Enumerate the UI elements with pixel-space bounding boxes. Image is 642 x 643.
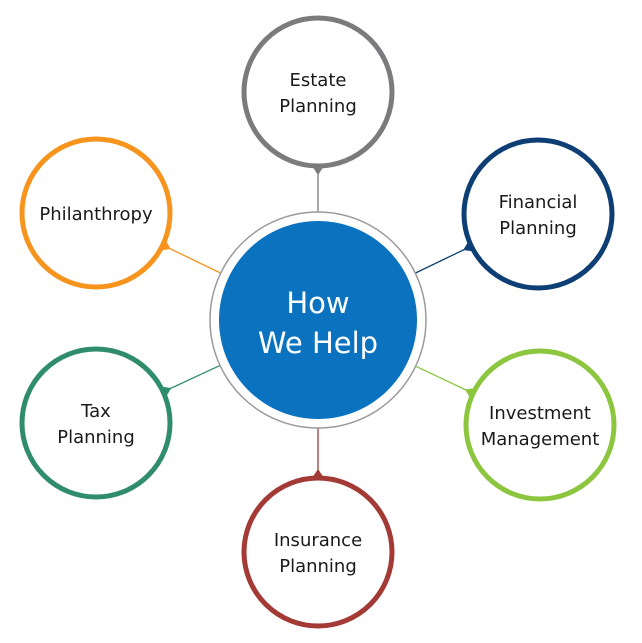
center-title: How — [286, 286, 349, 320]
center-circle — [219, 221, 417, 419]
philanthropy-connector — [162, 244, 221, 274]
insurance-planning-label: Planning — [279, 556, 357, 577]
center-title: We Help — [258, 326, 378, 360]
tax-planning-label: Planning — [57, 427, 135, 448]
insurance-planning-label: Insurance — [274, 530, 362, 551]
investment-management-circle — [463, 348, 617, 502]
estate-planning-circle — [241, 15, 395, 169]
investment-management-label: Investment — [489, 403, 591, 424]
investment-management-label: Management — [481, 429, 600, 450]
tax-planning-circle — [19, 346, 173, 500]
financial-planning-circle — [461, 137, 615, 291]
financial-planning-label: Financial — [499, 192, 578, 213]
tax-planning-label: Tax — [80, 401, 111, 422]
financial-planning-connector — [415, 245, 472, 274]
investment-management-connector — [415, 365, 474, 394]
tax-planning-connector — [162, 364, 221, 393]
philanthropy-label: Philanthropy — [39, 204, 153, 225]
estate-planning-label: Planning — [279, 96, 357, 117]
financial-planning-label: Planning — [499, 218, 577, 239]
philanthropy-circle — [19, 136, 173, 290]
insurance-planning-circle — [241, 475, 395, 629]
estate-planning-label: Estate — [290, 70, 347, 91]
